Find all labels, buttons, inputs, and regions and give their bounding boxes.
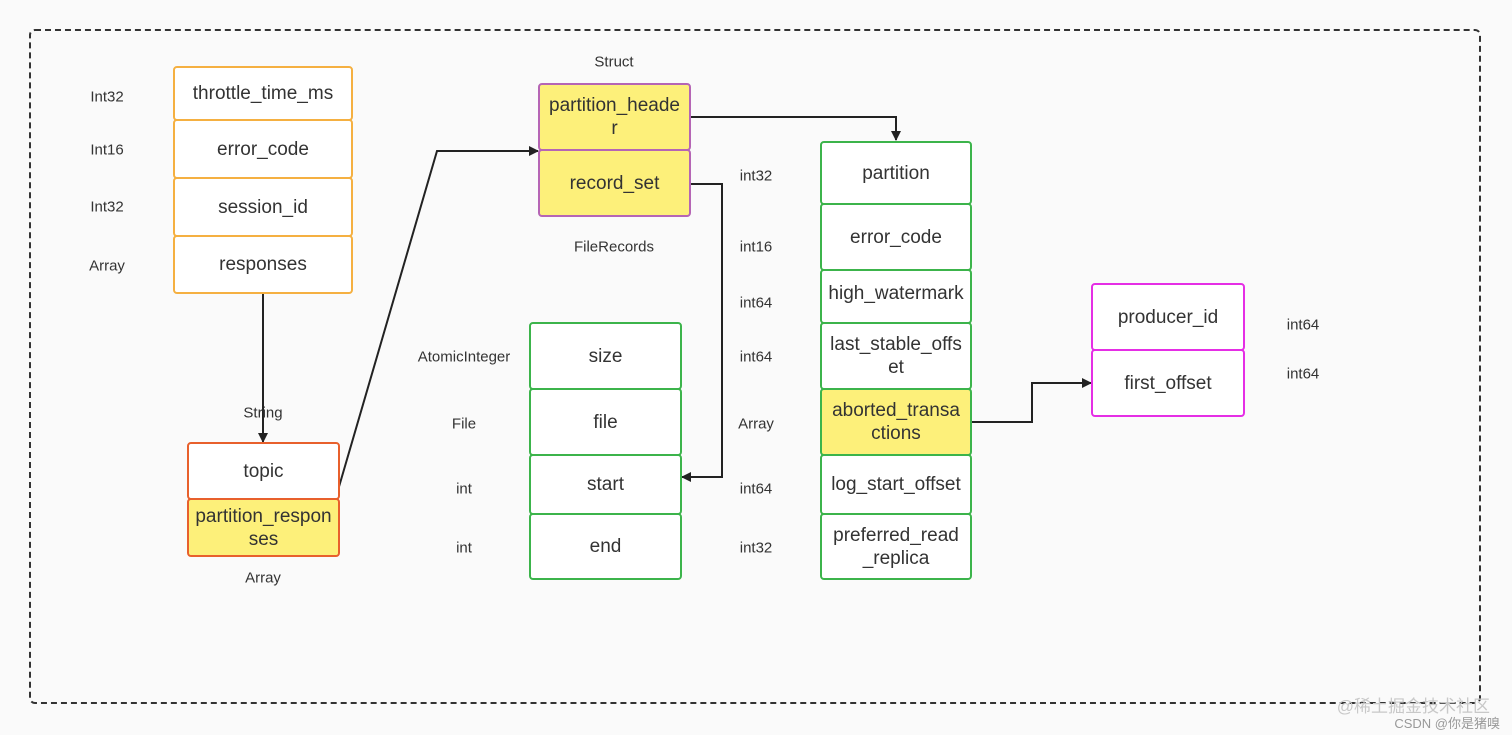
field-first-offset: first_offset — [1091, 349, 1245, 417]
type-label: int64 — [739, 294, 773, 312]
type-label: Array — [89, 257, 125, 275]
field-high-watermark: high_watermark — [820, 269, 972, 324]
field-error-code: error_code — [820, 203, 972, 271]
type-label: int16 — [739, 238, 773, 256]
type-label: int64 — [739, 348, 773, 366]
type-label: int64 — [1286, 365, 1320, 383]
type-label: AtomicInteger — [417, 348, 511, 366]
type-label: int32 — [739, 539, 773, 557]
field-start: start — [529, 454, 682, 515]
field-aborted-transactions: aborted_transactions — [820, 388, 972, 456]
type-label: int — [456, 539, 472, 557]
watermark: @稀土掘金技术社区 — [1336, 697, 1490, 716]
type-label: Struct — [594, 53, 634, 71]
field-end: end — [529, 513, 682, 580]
field-size: size — [529, 322, 682, 390]
field-producer-id: producer_id — [1091, 283, 1245, 351]
field-topic: topic — [187, 442, 340, 500]
field-record-set: record_set — [538, 149, 691, 217]
type-label: Int32 — [90, 198, 124, 216]
field-file: file — [529, 388, 682, 456]
field-preferred-read-replica: preferred_read_replica — [820, 513, 972, 580]
field-throttle-time-ms: throttle_time_ms — [173, 66, 353, 121]
arrow-record-set-to-start — [681, 183, 723, 482]
arrow-partition-responses-to-header — [335, 146, 539, 498]
type-label: Int32 — [90, 88, 124, 106]
arrow-header-to-partition — [690, 116, 901, 141]
field-session-id: session_id — [173, 177, 353, 237]
field-error-code: error_code — [173, 119, 353, 179]
field-partition-responses: partition_responses — [187, 498, 340, 557]
type-label: int64 — [739, 480, 773, 498]
watermark-author: CSDN @你是猪嗅 — [1394, 716, 1500, 731]
type-label: int64 — [1286, 316, 1320, 334]
type-label: String — [243, 404, 283, 422]
type-label: Array — [245, 569, 281, 587]
type-label: Int16 — [90, 141, 124, 159]
field-log-start-offset: log_start_offset — [820, 454, 972, 515]
field-last-stable-offset: last_stable_offset — [820, 322, 972, 390]
type-label: File — [451, 415, 477, 433]
type-label: int32 — [739, 167, 773, 185]
type-label: Array — [738, 415, 774, 433]
field-responses: responses — [173, 235, 353, 294]
diagram-frame — [29, 29, 1481, 704]
type-label: int — [456, 480, 472, 498]
field-partition-header: partition_header — [538, 83, 691, 151]
arrow-aborted-to-producer — [972, 378, 1092, 423]
type-label: FileRecords — [573, 238, 655, 256]
field-partition: partition — [820, 141, 972, 205]
